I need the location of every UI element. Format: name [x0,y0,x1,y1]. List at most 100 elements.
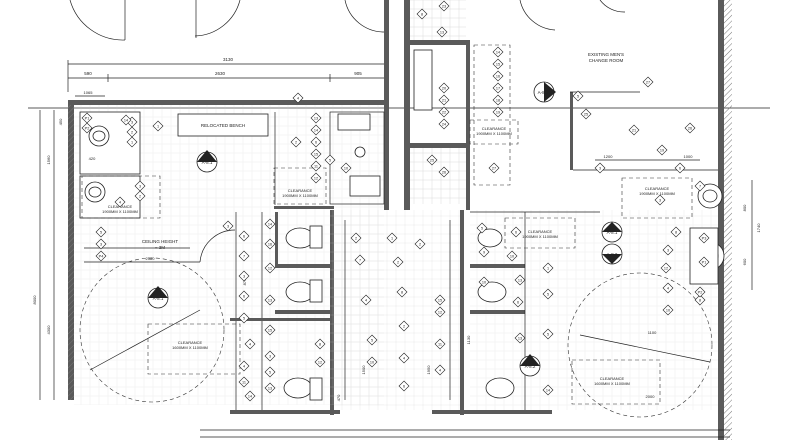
tag-right-room: 7 [694,180,706,192]
svg-text:800: 800 [742,204,747,211]
svg-text:14: 14 [268,222,272,226]
svg-text:P2: P2 [85,126,90,130]
walls [68,0,732,440]
tag-left-room: P4 [95,250,107,262]
clearance-label-left2-title: CLEARANCE [178,340,203,345]
relocated-bench-label: RELOCATED BENCH [201,123,245,128]
svg-text:2: 2 [419,242,421,246]
tag-right-room: 25 [580,108,592,120]
tag-right-stalls: 12 [434,306,446,318]
tag-right-room: 10 [662,304,674,316]
central-corridor: 1500 1950 [344,220,451,400]
clearance-label-right-size: 1900MM X 1100MM [522,234,558,239]
svg-text:13: 13 [268,386,272,390]
tag-upper-wc: 4 [292,92,304,104]
svg-text:EXISTING MEN'S: EXISTING MEN'S [588,52,624,57]
tag-right-stalls: 4 [434,364,446,376]
svg-text:16: 16 [496,74,500,78]
svg-text:3: 3 [100,242,102,246]
svg-text:5: 5 [243,316,245,320]
tag-right-room: 27 [642,76,654,88]
svg-text:1000: 1000 [684,154,694,159]
tag-left-room: 5 [95,226,107,238]
shower-tile-area-lower [410,148,466,204]
left-stalls [199,212,330,410]
tag-upper-wc: 13 [310,112,322,124]
svg-text:1: 1 [157,124,159,128]
tag-corridor: 6 [398,380,410,392]
tag-corridor: 10 [366,356,378,368]
svg-text:4: 4 [243,364,245,368]
svg-text:8: 8 [699,298,701,302]
svg-text:15: 15 [438,298,442,302]
svg-text:21: 21 [632,128,636,132]
tag-stall-col: 13 [264,294,276,306]
tag-corridor: 2 [414,238,426,250]
svg-text:4: 4 [119,200,121,204]
section-marker-a81-right: A-8.1 [601,221,623,243]
dim-top-total: 3130 [223,57,234,62]
svg-text:22: 22 [442,110,446,114]
svg-text:19: 19 [660,148,664,152]
svg-text:24: 24 [442,122,446,126]
svg-text:9: 9 [483,250,485,254]
tag-right-room: P1 [698,256,710,268]
svg-text:1500: 1500 [361,365,366,375]
svg-text:26: 26 [688,126,692,130]
svg-text:5: 5 [577,94,579,98]
tag-shower: 19 [492,106,504,118]
tag-right-room: 19 [656,144,668,156]
clearance-label-mid-size: 1900MM X 1100MM [282,193,318,198]
tag-stall-col: 14 [264,218,276,230]
svg-text:600: 600 [742,258,747,265]
svg-text:7: 7 [699,184,701,188]
svg-text:1130: 1130 [466,335,471,344]
section-marker-a81-top: A-8.1 [196,150,218,173]
svg-text:3: 3 [599,166,601,170]
svg-text:6: 6 [515,230,517,234]
tag-stall-col: 4 [244,338,256,350]
svg-text:8: 8 [319,342,321,346]
svg-text:7: 7 [243,254,245,258]
stall-dimensions: 870 470 1130 [242,278,471,401]
svg-text:8000: 8000 [32,295,37,305]
tag-shower: 22 [438,106,450,118]
left-room-fixtures: RELOCATED BENCH CLEARANCE 1900MM X 1100M… [32,110,269,403]
svg-text:A-8.2: A-8.2 [607,252,618,257]
tag-right-room: 12 [660,262,672,274]
tag-shower: 13 [436,26,448,38]
fixture-tags: P1P232132453P411441314621511125106147163… [81,0,710,402]
tag-stall-col: 5 [264,366,276,378]
tag-stall-col: 13 [264,382,276,394]
tag-right-room: P2 [694,286,706,298]
svg-text:1100: 1100 [648,330,657,335]
svg-text:6: 6 [243,234,245,238]
svg-text:2: 2 [397,260,399,264]
tag-shower: 21 [438,94,450,106]
clearance-label-left-size: 1900MM X 1100MM [102,209,138,214]
tag-right-room: 8 [670,226,682,238]
svg-text:12: 12 [268,266,272,270]
tag-corridor: 8 [396,286,408,298]
svg-text:6: 6 [315,140,317,144]
tag-right-stalls: 6 [512,296,524,308]
clearance-label-shower-size: 1900MM X 1100MM [476,131,512,136]
tag-upper-wc: 10 [340,162,352,174]
svg-text:5: 5 [547,332,549,336]
svg-text:13: 13 [518,278,522,282]
clearance-label-rr-title: CLEARANCE [645,186,670,191]
tag-corridor: 5 [366,334,378,346]
svg-text:5: 5 [100,230,102,234]
tag-right-stalls: 15 [434,294,446,306]
svg-text:15: 15 [268,328,272,332]
tag-right-stalls: 5 [542,288,554,300]
svg-text:10: 10 [370,360,374,364]
svg-text:P4: P4 [99,254,104,258]
svg-text:3: 3 [269,354,271,358]
svg-text:2: 2 [139,194,141,198]
tag-shower: 26 [438,166,450,178]
svg-text:8: 8 [675,230,677,234]
svg-text:12: 12 [664,266,668,270]
svg-text:17: 17 [496,86,500,90]
shower-column: CLEARANCE 1900MM X 1100MM [413,44,519,186]
